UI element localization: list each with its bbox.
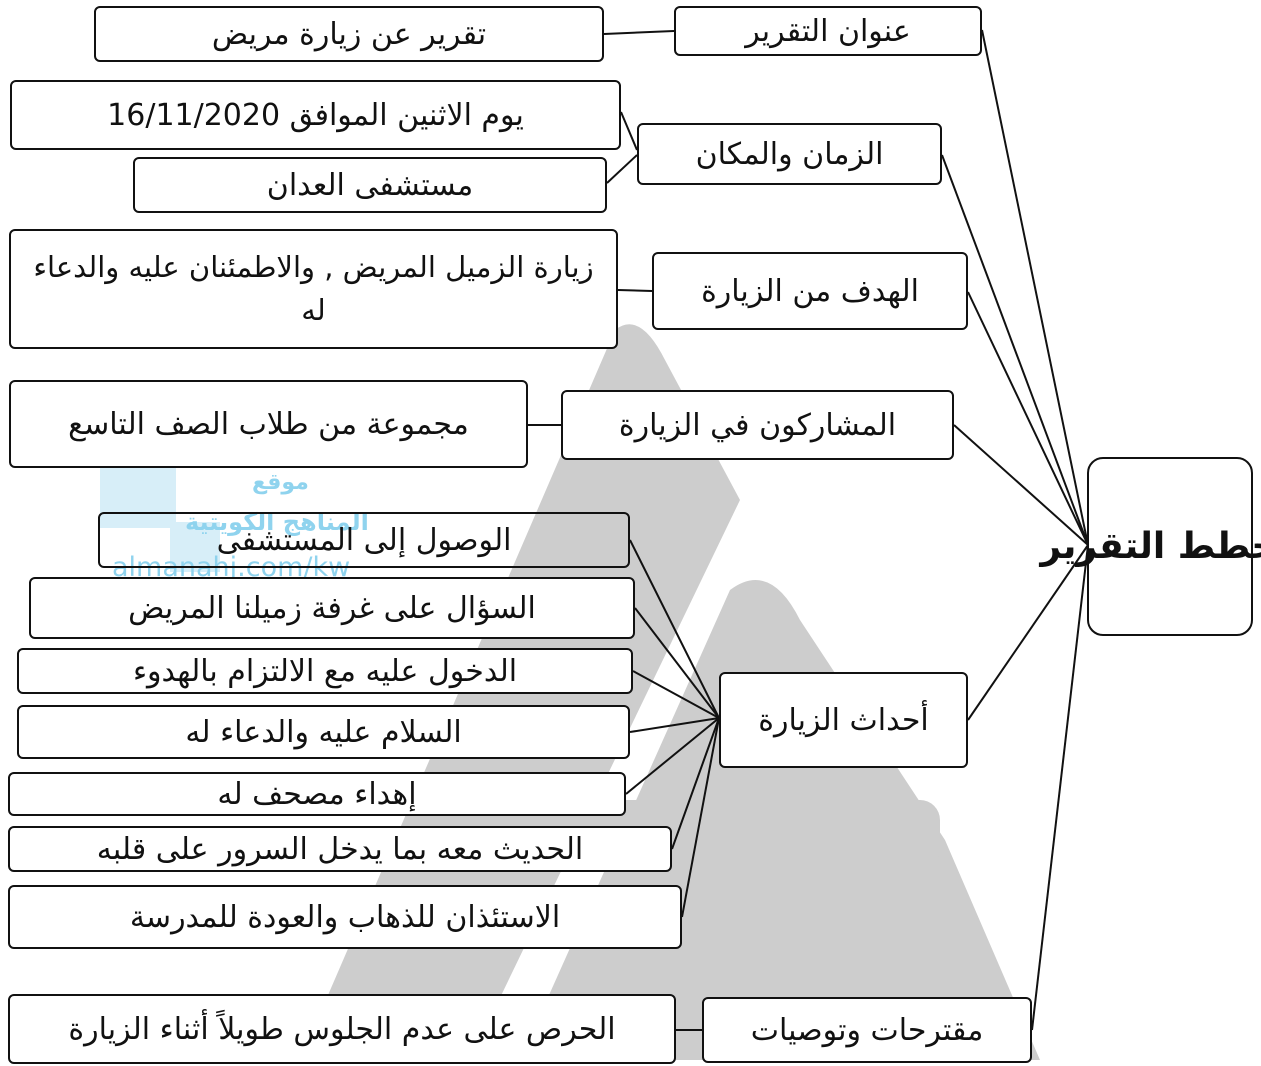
connector-line [632,670,720,719]
connector-line [620,111,638,151]
detail-node: تقرير عن زيارة مريض [94,6,604,62]
watermark-text-line1: موقع [252,470,309,495]
connector-line [625,717,720,795]
detail-node: الاستئذان للذهاب والعودة للمدرسة [8,885,682,949]
detail-label: زيارة الزميل المريض , والاطمئنان عليه وا… [33,249,594,328]
detail-node: السؤال على غرفة زميلنا المريض [29,577,635,639]
branch-label: مقترحات وتوصيات [750,1012,984,1048]
detail-label: تقرير عن زيارة مريض [211,16,487,52]
branch-label: الهدف من الزيارة [701,273,919,309]
detail-label: يوم الاثنين الموافق 16/11/2020 [107,97,524,133]
detail-node: الوصول إلى المستشفى [98,512,630,568]
connector-line [967,291,1089,546]
root-label: مخطط التقرير [1040,525,1261,567]
connector-line [606,154,638,184]
detail-node: زيارة الزميل المريض , والاطمئنان عليه وا… [9,229,618,349]
detail-node: مجموعة من طلاب الصف التاسع [9,380,528,468]
detail-node: الدخول عليه مع الالتزام بالهدوء [17,648,633,694]
branch-node-title: عنوان التقرير [674,6,982,56]
branch-node-goal: الهدف من الزيارة [652,252,968,330]
detail-node: السلام عليه والدعاء له [17,705,630,759]
connector-line [617,289,653,292]
branch-label: الزمان والمكان [695,136,884,172]
connector-line [953,424,1089,546]
branch-label: عنوان التقرير [745,13,911,49]
detail-node: مستشفى العدان [133,157,607,213]
connector-line [603,30,675,35]
connector-line [634,607,720,719]
branch-node-recommendations: مقترحات وتوصيات [702,997,1032,1063]
detail-label: الاستئذان للذهاب والعودة للمدرسة [129,899,561,935]
detail-label: إهداء مصحف له [217,776,417,812]
connector-line [629,717,720,733]
branch-label: أحداث الزيارة [758,702,929,738]
detail-node: إهداء مصحف له [8,772,626,816]
detail-node: الحرص على عدم الجلوس طويلاً أثناء الزيار… [8,994,676,1064]
detail-node: يوم الاثنين الموافق 16/11/2020 [10,80,621,150]
detail-label: السلام عليه والدعاء له [185,714,462,750]
detail-label: مستشفى العدان [266,167,474,203]
branch-node-participants: المشاركون في الزيارة [561,390,954,460]
detail-label: مجموعة من طلاب الصف التاسع [68,406,469,442]
detail-node: الحديث معه بما يدخل السرور على قلبه [8,826,672,872]
detail-label: الحديث معه بما يدخل السرور على قلبه [96,831,584,867]
detail-label: الوصول إلى المستشفى [216,522,512,558]
detail-label: السؤال على غرفة زميلنا المريض [128,590,536,626]
branch-label: المشاركون في الزيارة [618,407,897,443]
branch-node-events: أحداث الزيارة [719,672,968,768]
detail-label: الحرص على عدم الجلوس طويلاً أثناء الزيار… [68,1011,616,1047]
connector-line [967,544,1089,721]
root-node: مخطط التقرير [1040,457,1261,636]
connector-line [1031,544,1089,1031]
connector-line [941,154,1089,546]
connector-line [671,717,720,850]
branch-node-time-place: الزمان والمكان [637,123,942,185]
connector-line [681,717,720,918]
connector-line [629,539,720,719]
detail-label: الدخول عليه مع الالتزام بالهدوء [132,653,518,689]
connector-line [981,29,1089,546]
